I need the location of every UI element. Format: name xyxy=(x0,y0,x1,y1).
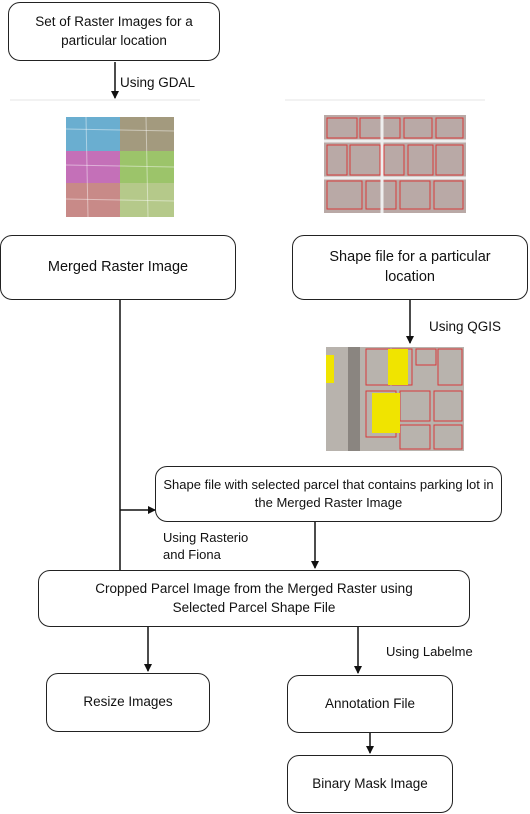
parcel-map-image xyxy=(324,115,466,213)
node-selected-parcel: Shape file with selected parcel that con… xyxy=(155,466,502,522)
label-using-gdal: Using GDAL xyxy=(120,75,196,90)
node-selected-parcel-text: Shape file with selected parcel that con… xyxy=(163,477,494,510)
node-shape-file: Shape file for a particular location xyxy=(292,235,528,300)
node-resize-text: Resize Images xyxy=(83,694,173,710)
node-raster-set: Set of Raster Images for a particular lo… xyxy=(8,2,220,61)
node-annotation-text: Annotation File xyxy=(324,695,416,711)
label-using-rasterio: Using Rasterio and Fiona xyxy=(163,530,249,562)
node-binary-mask-text: Binary Mask Image xyxy=(312,775,428,791)
raster-tiles-image xyxy=(66,117,174,217)
selected-parcel-bottom xyxy=(372,393,400,433)
node-merged-raster: Merged Raster Image xyxy=(0,235,236,300)
node-merged-raster-text: Merged Raster Image xyxy=(47,258,189,275)
tile-tan xyxy=(120,117,174,151)
tile-blue xyxy=(66,117,120,151)
label-using-qgis: Using QGIS xyxy=(429,319,502,334)
node-raster-set-text: Set of Raster Images for a particular lo… xyxy=(35,14,193,48)
tile-rose xyxy=(66,183,120,217)
selected-parcel-left xyxy=(326,355,334,383)
node-cropped-parcel: Cropped Parcel Image from the Merged Ras… xyxy=(38,570,470,627)
tile-magenta xyxy=(66,151,120,183)
node-annotation: Annotation File xyxy=(287,675,453,733)
tile-green xyxy=(120,151,174,183)
selected-parcel-top xyxy=(388,349,408,385)
tile-green-bottom xyxy=(120,183,174,217)
node-cropped-parcel-text: Cropped Parcel Image from the Merged Ras… xyxy=(95,581,413,615)
qgis-selection-image xyxy=(326,347,464,451)
node-shape-file-text: Shape file for a particular location xyxy=(329,248,491,285)
node-resize: Resize Images xyxy=(46,673,210,732)
label-using-labelme: Using Labelme xyxy=(386,644,473,659)
node-binary-mask: Binary Mask Image xyxy=(287,755,453,813)
